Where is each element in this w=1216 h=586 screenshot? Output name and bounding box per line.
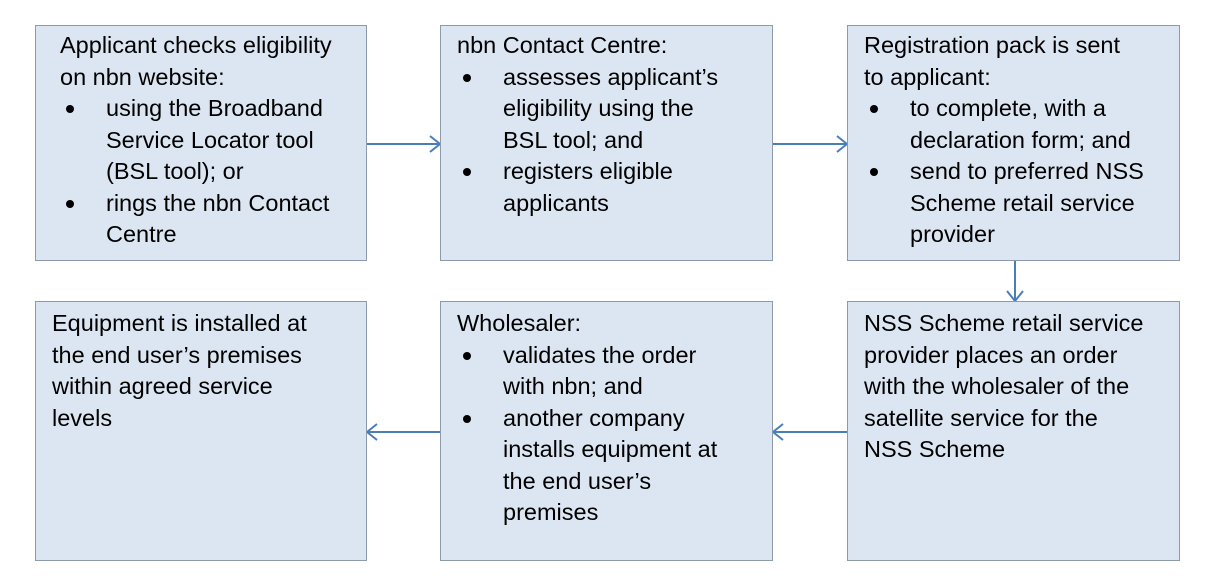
step-bullet-line: eligibility using the xyxy=(503,95,694,121)
bullet-icon xyxy=(66,199,74,208)
step-bullet-line: another company xyxy=(503,404,685,431)
step-bullet-line: to complete, with a xyxy=(910,95,1106,121)
step-bullet-line: Service Locator tool xyxy=(106,126,314,153)
step-bullet-list: assesses applicant’s eligibility using th… xyxy=(457,62,772,220)
step-bullet-line: send to preferred NSS xyxy=(910,158,1144,184)
step-bullet-line: with nbn; and xyxy=(503,373,643,399)
step-heading-line: the end user’s premises xyxy=(52,341,302,368)
step-heading: nbn Contact Centre: xyxy=(457,30,772,62)
step-bullet-item: send to preferred NSS Scheme retail servi… xyxy=(864,156,1179,251)
step-3-box: Registration pack is sent to applicant: to… xyxy=(847,25,1180,261)
step-heading: Equipment is installed at the end user’s … xyxy=(52,308,366,434)
step-bullet-line: declaration form; and xyxy=(910,126,1131,153)
step-4-box: NSS Scheme retail service provider places… xyxy=(847,301,1180,561)
step-heading-line: levels xyxy=(52,404,113,431)
step-heading-line: nbn Contact Centre: xyxy=(457,32,668,58)
step-heading-line: with the wholesaler of the xyxy=(864,373,1130,399)
step-bullet-line: rings the nbn Contact xyxy=(106,189,330,216)
step-bullet-item: validates the order with nbn; and xyxy=(457,340,772,403)
step-bullet-item: to complete, with a declaration form; and xyxy=(864,93,1179,156)
step-bullet-line: Scheme retail service xyxy=(910,189,1135,216)
bullet-icon xyxy=(870,168,878,176)
step-bullet-line: registers eligible xyxy=(503,158,673,184)
step-bullet-line: installs equipment at xyxy=(503,436,718,462)
step-bullet-line: BSL tool; and xyxy=(503,126,644,153)
step-heading-line: within agreed service xyxy=(52,373,273,399)
step-heading-line: to applicant: xyxy=(864,63,991,90)
arrow-step4-to-step5 xyxy=(771,423,847,441)
step-2-box: nbn Contact Centre: assesses applicant’s e… xyxy=(440,25,773,261)
arrow-step1-to-step2 xyxy=(367,135,442,153)
step-heading-line: satellite service for the xyxy=(864,404,1098,431)
step-bullet-line: Centre xyxy=(106,221,177,247)
step-heading-line: NSS Scheme retail service xyxy=(864,310,1144,336)
step-heading-line: Equipment is installed at xyxy=(52,310,307,336)
bullet-icon xyxy=(463,168,471,176)
step-bullet-line: provider xyxy=(910,221,995,247)
bullet-icon xyxy=(463,414,471,423)
arrow-step5-to-step6 xyxy=(365,423,440,441)
step-bullet-line: (BSL tool); or xyxy=(106,158,244,184)
bullet-icon xyxy=(463,73,471,82)
step-bullet-line: premises xyxy=(503,499,599,525)
bullet-icon xyxy=(463,351,471,360)
step-bullet-item: registers eligible applicants xyxy=(457,156,772,219)
step-heading-line: on nbn website: xyxy=(60,63,225,90)
step-6-box: Equipment is installed at the end user’s … xyxy=(35,301,367,561)
step-bullet-item: assesses applicant’s eligibility using th… xyxy=(457,62,772,157)
step-heading-line: Applicant checks eligibility xyxy=(60,32,332,58)
step-1-box: Applicant checks eligibility on nbn websi… xyxy=(35,25,367,261)
step-heading: NSS Scheme retail service provider places… xyxy=(864,308,1179,466)
step-bullet-line: the end user’s xyxy=(503,467,652,494)
step-heading-line: Registration pack is sent xyxy=(864,32,1121,58)
step-bullet-list: validates the order with nbn; and another … xyxy=(457,340,772,529)
bullet-icon xyxy=(66,105,74,113)
arrow-step2-to-step3 xyxy=(773,135,849,153)
step-heading: Wholesaler: xyxy=(457,308,772,340)
step-bullet-item: another company installs equipment at the … xyxy=(457,403,772,529)
bullet-icon xyxy=(870,105,878,113)
step-heading-line: NSS Scheme xyxy=(864,436,1006,462)
step-5-box: Wholesaler: validates the order with nbn; … xyxy=(440,301,773,561)
arrow-step3-to-step4 xyxy=(1006,261,1024,303)
step-heading: Applicant checks eligibility on nbn websi… xyxy=(60,30,366,93)
step-heading-line: provider places an order xyxy=(864,341,1118,368)
step-bullet-line: applicants xyxy=(503,189,609,216)
step-heading: Registration pack is sent to applicant: xyxy=(864,30,1179,93)
step-heading-line: Wholesaler: xyxy=(457,310,582,336)
step-bullet-line: validates the order xyxy=(503,341,697,368)
step-bullet-line: assesses applicant’s xyxy=(503,63,719,90)
step-bullet-line: using the Broadband xyxy=(106,95,323,121)
step-bullet-list: to complete, with a declaration form; and… xyxy=(864,93,1179,251)
